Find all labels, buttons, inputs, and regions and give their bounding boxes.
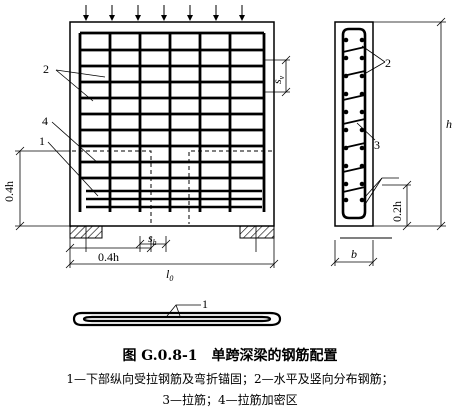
bar-dot: [343, 145, 349, 151]
bar-dot: [343, 73, 349, 79]
tie-bar: [342, 118, 366, 125]
label-4: 4: [42, 114, 48, 128]
bar-dot: [343, 91, 349, 97]
dim-b: [330, 240, 378, 267]
bar-dot: [359, 145, 365, 151]
dim-sh-label: sh: [148, 231, 157, 247]
bar-dot: [359, 197, 365, 203]
label-1: 1: [39, 134, 45, 148]
tie-bar: [342, 46, 366, 53]
beam-outline: [69, 21, 275, 227]
detail-leader: [166, 304, 201, 317]
bar-dot: [359, 55, 365, 61]
load-arrows: [83, 5, 245, 21]
dim-02h-label: 0.2h: [390, 201, 404, 222]
dim-b-label: b: [351, 247, 357, 261]
section-outline: [334, 21, 374, 227]
dim-04h-horizontal-label: 0.4h: [98, 250, 119, 264]
bar-dot: [359, 91, 365, 97]
bar-dot: [343, 127, 349, 133]
distribution-rebar-grid: [78, 31, 266, 212]
bar-dot: [359, 109, 365, 115]
bar-dot: [359, 181, 365, 187]
dim-h-label: h: [446, 117, 452, 131]
section-label-2: 2: [385, 56, 391, 70]
bar-dot: [343, 37, 349, 43]
dim-sv-label: sv: [270, 75, 286, 84]
section-bar-dots: [343, 37, 365, 203]
section-ties: [342, 46, 366, 193]
label-2: 2: [43, 62, 49, 76]
dim-02h: [382, 180, 412, 231]
legend-line-1: 1—下部纵向受拉钢筋及弯折锚固；2—水平及竖向分布钢筋；: [66, 372, 394, 386]
bar-dot: [359, 163, 365, 169]
dim-sv: [263, 55, 291, 97]
right-support: [239, 225, 275, 239]
section-rebars: [341, 27, 367, 220]
anchorage-detail: [72, 311, 282, 327]
dim-l0-label: l0: [166, 267, 173, 283]
section-leaders: [356, 45, 399, 207]
bar-dot: [343, 197, 349, 203]
bottom-longitudinal-bars: [86, 189, 262, 209]
dim-04h-vertical: [15, 146, 70, 231]
tie-densified-zones: [72, 150, 272, 224]
section-label-3: 3: [374, 138, 380, 152]
bar-dot: [359, 37, 365, 43]
bar-dot: [343, 181, 349, 187]
dim-04h-vertical-label: 0.4h: [2, 181, 16, 202]
bar-dot: [343, 163, 349, 169]
bar-dot: [359, 127, 365, 133]
dim-h: [373, 17, 446, 231]
dim-bottom: [65, 226, 279, 269]
detail-label-1: 1: [202, 297, 208, 311]
bar-dot: [343, 55, 349, 61]
figure-title: 图 G.0.8-1 单跨深梁的钢筋配置: [122, 348, 338, 364]
elevation-view: 2 4 1 0.4h sv: [2, 5, 291, 283]
bar-dot: [359, 73, 365, 79]
bar-dot: [343, 109, 349, 115]
cross-section-view: 2 3 h 0.2h b: [330, 17, 452, 267]
tie-bar: [342, 186, 366, 193]
legend-line-2: 3—拉筋；4—拉筋加密区: [162, 393, 298, 407]
